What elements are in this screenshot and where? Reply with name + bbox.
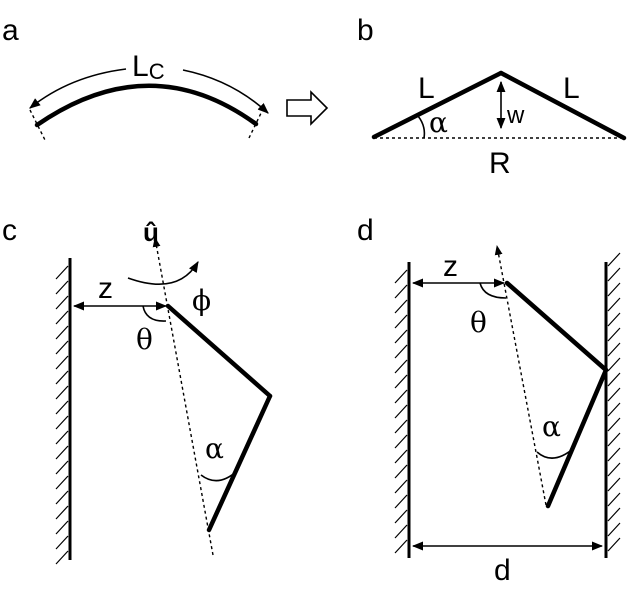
contour-arrow-right (182, 69, 269, 114)
right-segment (498, 70, 627, 141)
wall-c-hatching (55, 265, 69, 565)
azimuth-label: ϕ (192, 284, 211, 317)
left-arm-label: L (418, 72, 435, 105)
angle-arc-b (417, 115, 426, 139)
orientation-axis-d (494, 245, 547, 506)
panel-d: d z θ α d (357, 214, 621, 587)
polar-angle-label-d: θ (470, 306, 487, 339)
opening-angle-arc-c (200, 470, 238, 482)
span-label: R (489, 147, 511, 180)
height-label: w (506, 102, 525, 129)
upper-segment-d (504, 280, 609, 373)
axis-label: û (143, 217, 159, 247)
contour-arrow-left (29, 68, 127, 109)
opening-angle-label-d: α (542, 410, 561, 443)
right-end-tick (248, 108, 264, 139)
opening-angle-label-c: α (205, 432, 224, 465)
panel-c-label: c (2, 214, 17, 247)
wall-gap-label: d (494, 554, 511, 587)
right-wall-d-hatching (607, 252, 621, 552)
upper-segment-c (165, 303, 273, 399)
panel-b: b L L w α R (357, 14, 627, 180)
contour-length-label: LC (132, 50, 165, 84)
panel-a-label: a (2, 14, 19, 47)
left-segment (371, 70, 504, 140)
polar-angle-label-c: θ (136, 323, 153, 356)
right-arm-label: L (563, 72, 580, 105)
angle-label-b: α (429, 106, 448, 139)
lower-segment-c (206, 393, 273, 533)
polar-angle-arc-c (142, 305, 167, 322)
polar-angle-arc-d (479, 282, 507, 299)
panel-d-label: d (357, 214, 374, 247)
panel-b-label: b (357, 14, 374, 47)
curved-filament (34, 83, 259, 128)
transform-arrow-icon (286, 90, 329, 126)
azimuth-arrow (127, 261, 199, 285)
panel-a: a LC (2, 14, 329, 141)
distance-label-c: z (98, 272, 113, 305)
opening-angle-arc-d (536, 447, 575, 459)
panel-c: c û z ϕ θ α (2, 214, 273, 565)
lower-segment-d (545, 367, 609, 509)
left-wall-d-hatching (394, 269, 408, 554)
distance-label-d: z (443, 250, 458, 283)
